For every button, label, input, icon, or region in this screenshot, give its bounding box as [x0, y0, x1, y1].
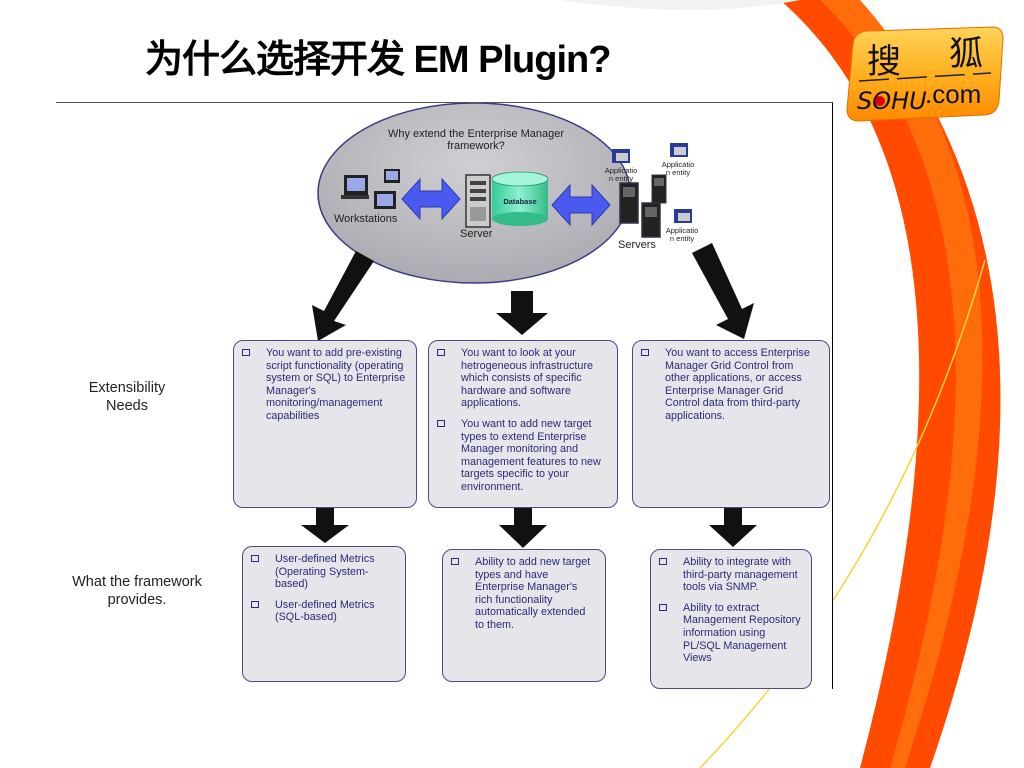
checkbox-bullet-icon: [659, 558, 667, 565]
needs-box-1: You want to add pre-existing script func…: [233, 340, 417, 508]
arrow-center-head: [496, 313, 548, 335]
checkbox-bullet-icon: [451, 558, 459, 565]
arrow-needs-to-provides-2: [499, 525, 547, 548]
needs-item: You want to access Enterprise Manager Gr…: [641, 347, 821, 423]
workstation-icon: [341, 169, 400, 209]
double-arrow-left: [401, 177, 461, 221]
checkbox-bullet-icon: [437, 419, 445, 427]
logo-dotcom: .com: [925, 79, 981, 109]
servers-icon: [619, 174, 667, 238]
provides-item: Ability to integrate with third-party ma…: [659, 556, 803, 594]
arrow-left: [312, 251, 374, 341]
provides-item: User-defined Metrics (Operating System-b…: [251, 553, 397, 591]
checkbox-bullet-icon: [437, 349, 445, 356]
sohu-logo: 搜 狐 SOHU .com: [845, 25, 1005, 125]
double-arrow-right: [551, 183, 611, 227]
needs-item: You want to add new target types to exte…: [437, 418, 609, 494]
workstations-label: Workstations: [334, 213, 398, 225]
checkbox-bullet-icon: [659, 603, 667, 611]
database-icon: [491, 171, 549, 226]
arrow-right: [692, 243, 754, 339]
database-label: Database: [503, 197, 537, 206]
ellipse-title-line2: framework?: [447, 140, 505, 152]
slide-title: 为什么选择开发 EM Plugin?: [145, 39, 611, 81]
provides-box-3: Ability to integrate with third-party ma…: [650, 549, 812, 689]
provides-box-1: User-defined Metrics (Operating System-b…: [242, 546, 406, 682]
server-icon: [465, 174, 491, 228]
provides-item: Ability to add new target types and have…: [451, 556, 597, 632]
needs-item: You want to add pre-existing script func…: [242, 347, 408, 423]
arrow-needs-to-provides-3: [709, 525, 757, 547]
provides-item: Ability to extract Management Repository…: [659, 602, 803, 665]
needs-box-2: You want to look at your hetrogeneous in…: [428, 340, 618, 508]
logo-char-sou: 搜: [867, 42, 901, 82]
row-label-provides: What the framework provides.: [72, 574, 202, 608]
servers-label: Servers: [618, 239, 656, 251]
logo-char-hu: 狐: [949, 34, 983, 74]
arrow-needs-to-provides-1: [301, 525, 349, 543]
ellipse-title-line1: Why extend the Enterprise Manager: [387, 128, 565, 140]
provides-item: User-defined Metrics (SQL-based): [251, 599, 397, 624]
arrow-center-shaft: [511, 291, 533, 313]
checkbox-bullet-icon: [251, 555, 259, 562]
ellipse-title: Why extend the Enterprise Manager framew…: [376, 128, 576, 152]
checkbox-bullet-icon: [641, 349, 649, 356]
server-label: Server: [460, 228, 493, 240]
provides-box-2: Ability to add new target types and have…: [442, 549, 606, 682]
needs-box-3: You want to access Enterprise Manager Gr…: [632, 340, 830, 508]
checkbox-bullet-icon: [242, 349, 250, 356]
application-entity-icons: [612, 143, 692, 223]
needs-item: You want to look at your hetrogeneous in…: [437, 347, 609, 410]
logo-sohu: SOHU: [857, 87, 927, 115]
checkbox-bullet-icon: [251, 600, 259, 608]
row-label-needs: Extensibility Needs: [88, 380, 166, 414]
em-framework-diagram: Why extend the Enterprise Manager framew…: [56, 102, 833, 689]
